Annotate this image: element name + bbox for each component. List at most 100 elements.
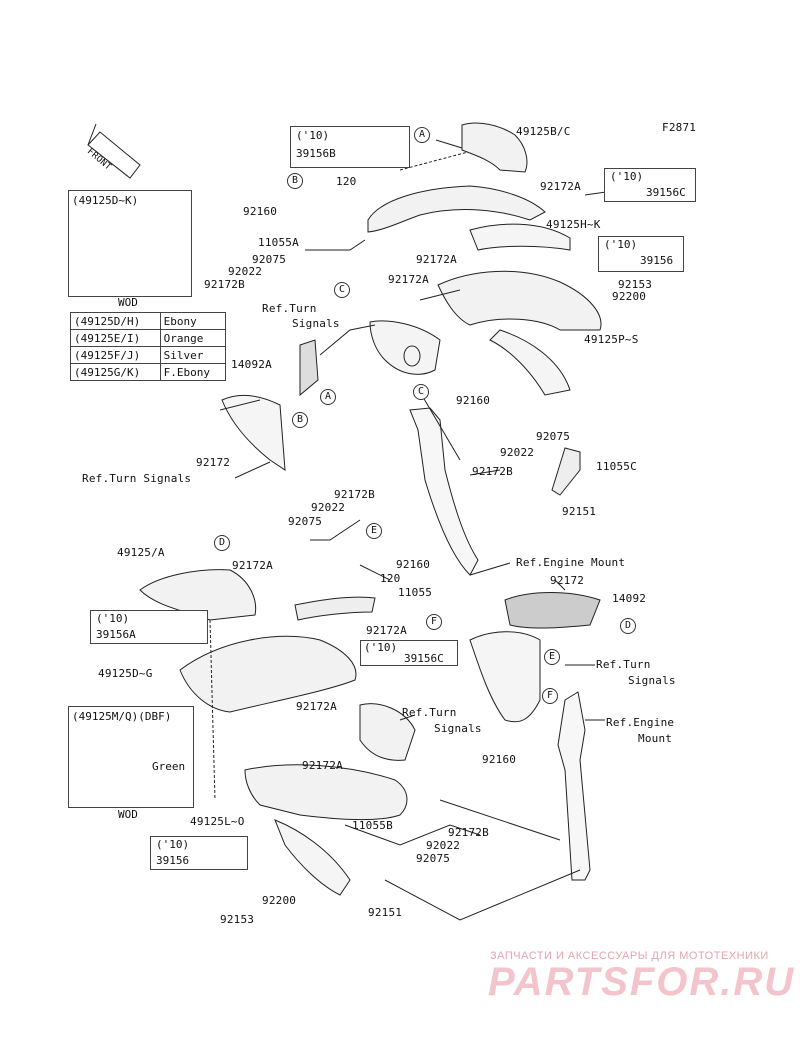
part-label: 120	[380, 572, 401, 585]
wod-box-bottom-color: Green	[152, 760, 186, 773]
part-label: 92172B	[204, 278, 245, 291]
legend-color: Orange	[159, 329, 227, 347]
part-label: Ref.Turn	[262, 302, 317, 315]
part-label: 49125D~G	[98, 667, 153, 680]
part-label: 92172	[196, 456, 231, 469]
callout-d: D	[214, 535, 230, 551]
part-label: 92172B	[472, 465, 513, 478]
part-label: Ref.Engine Mount	[516, 556, 626, 569]
year-box-part: 39156A	[96, 628, 136, 641]
part-label: 11055	[398, 586, 433, 599]
callout-c: C	[334, 282, 350, 298]
part-label: 92172B	[334, 488, 375, 501]
part-label: 92172A	[232, 559, 273, 572]
part-label: 92172A	[416, 253, 457, 266]
legend-row: (49125G/K) F.Ebony	[70, 363, 227, 381]
legend-color: Silver	[159, 346, 227, 364]
callout-b: B	[292, 412, 308, 428]
year-box-year: ('10)	[96, 612, 130, 625]
callout-a: A	[414, 127, 430, 143]
part-label: 92153	[220, 913, 255, 926]
year-box-year: ('10)	[604, 238, 638, 251]
part-label: 14092A	[231, 358, 272, 371]
part-label: 92160	[396, 558, 431, 571]
year-box-year: ('10)	[156, 838, 190, 851]
part-label: 11055A	[258, 236, 299, 249]
wod-box-top	[68, 190, 192, 297]
legend-row: (49125D/H) Ebony	[70, 312, 227, 330]
part-label: 92160	[456, 394, 491, 407]
wod-box-bottom-header: (49125M/Q)(DBF)	[72, 710, 172, 723]
callout-e: E	[544, 649, 560, 665]
year-box-part: 39156B	[296, 147, 336, 160]
callout-c: C	[413, 384, 429, 400]
part-label: 92172B	[448, 826, 489, 839]
year-box	[598, 236, 684, 272]
part-label: 92172A	[296, 700, 337, 713]
part-label: 11055C	[596, 460, 637, 473]
callout-b: B	[287, 173, 303, 189]
year-box	[360, 640, 458, 666]
part-label: 92022	[228, 265, 263, 278]
part-label: 49125P~S	[584, 333, 639, 346]
part-label: Ref.Engine	[606, 716, 675, 729]
callout-f: F	[542, 688, 558, 704]
figure-code: F2871	[662, 121, 697, 134]
part-label: 92172	[550, 574, 585, 587]
year-box-part: 39156	[156, 854, 190, 867]
wod-box-top-header: (49125D~K)	[72, 194, 139, 207]
part-label: 49125H~K	[546, 218, 601, 231]
year-box-year: ('10)	[364, 641, 398, 654]
part-label: Mount	[638, 732, 673, 745]
part-label: 92200	[612, 290, 647, 303]
part-label: 92172A	[302, 759, 343, 772]
year-box-year: ('10)	[296, 129, 330, 142]
part-label: 92200	[262, 894, 297, 907]
part-label: Signals	[628, 674, 676, 687]
year-box-part: 39156	[640, 254, 674, 267]
part-label: 14092	[612, 592, 647, 605]
year-box-part: 39156C	[404, 652, 444, 665]
part-label: 92172A	[540, 180, 581, 193]
part-label: 92075	[536, 430, 571, 443]
part-label: Ref.Turn	[402, 706, 457, 719]
part-label: 120	[336, 175, 357, 188]
wod-box-top-caption: WOD	[118, 296, 138, 309]
part-label: 49125B/C	[516, 125, 571, 138]
part-label: 92151	[562, 505, 597, 518]
part-label: 92160	[243, 205, 278, 218]
part-label: 92022	[311, 501, 346, 514]
callout-a: A	[320, 389, 336, 405]
legend-part: (49125G/K)	[70, 363, 161, 381]
part-label: 92151	[368, 906, 403, 919]
legend-color: F.Ebony	[159, 363, 227, 381]
part-label: 92022	[500, 446, 535, 459]
color-legend: (49125D/H) Ebony (49125E/I) Orange (4912…	[70, 312, 227, 381]
part-label: 92160	[482, 753, 517, 766]
legend-color: Ebony	[159, 312, 227, 330]
part-label: 92075	[288, 515, 323, 528]
year-box	[290, 126, 410, 168]
watermark-brand: PARTSFOR.RU	[488, 960, 796, 1004]
part-label: 11055B	[352, 819, 393, 832]
part-label: 49125L~O	[190, 815, 245, 828]
year-box-year: ('10)	[610, 170, 644, 183]
legend-part: (49125E/I)	[70, 329, 161, 347]
part-label: 49125/A	[117, 546, 165, 559]
watermark-tagline: ЗАПЧАСТИ И АКСЕССУАРЫ ДЛЯ МОТОТЕХНИКИ	[490, 950, 769, 962]
year-box	[150, 836, 248, 870]
year-box	[604, 168, 696, 202]
legend-part: (49125D/H)	[70, 312, 161, 330]
legend-part: (49125F/J)	[70, 346, 161, 364]
callout-f: F	[426, 614, 442, 630]
legend-row: (49125F/J) Silver	[70, 346, 227, 364]
part-label: 92022	[426, 839, 461, 852]
part-label: Signals	[434, 722, 482, 735]
part-label: Ref.Turn Signals	[82, 472, 192, 485]
year-box-part: 39156C	[646, 186, 686, 199]
callout-d: D	[620, 618, 636, 634]
year-box	[90, 610, 208, 644]
part-label: 92172A	[388, 273, 429, 286]
